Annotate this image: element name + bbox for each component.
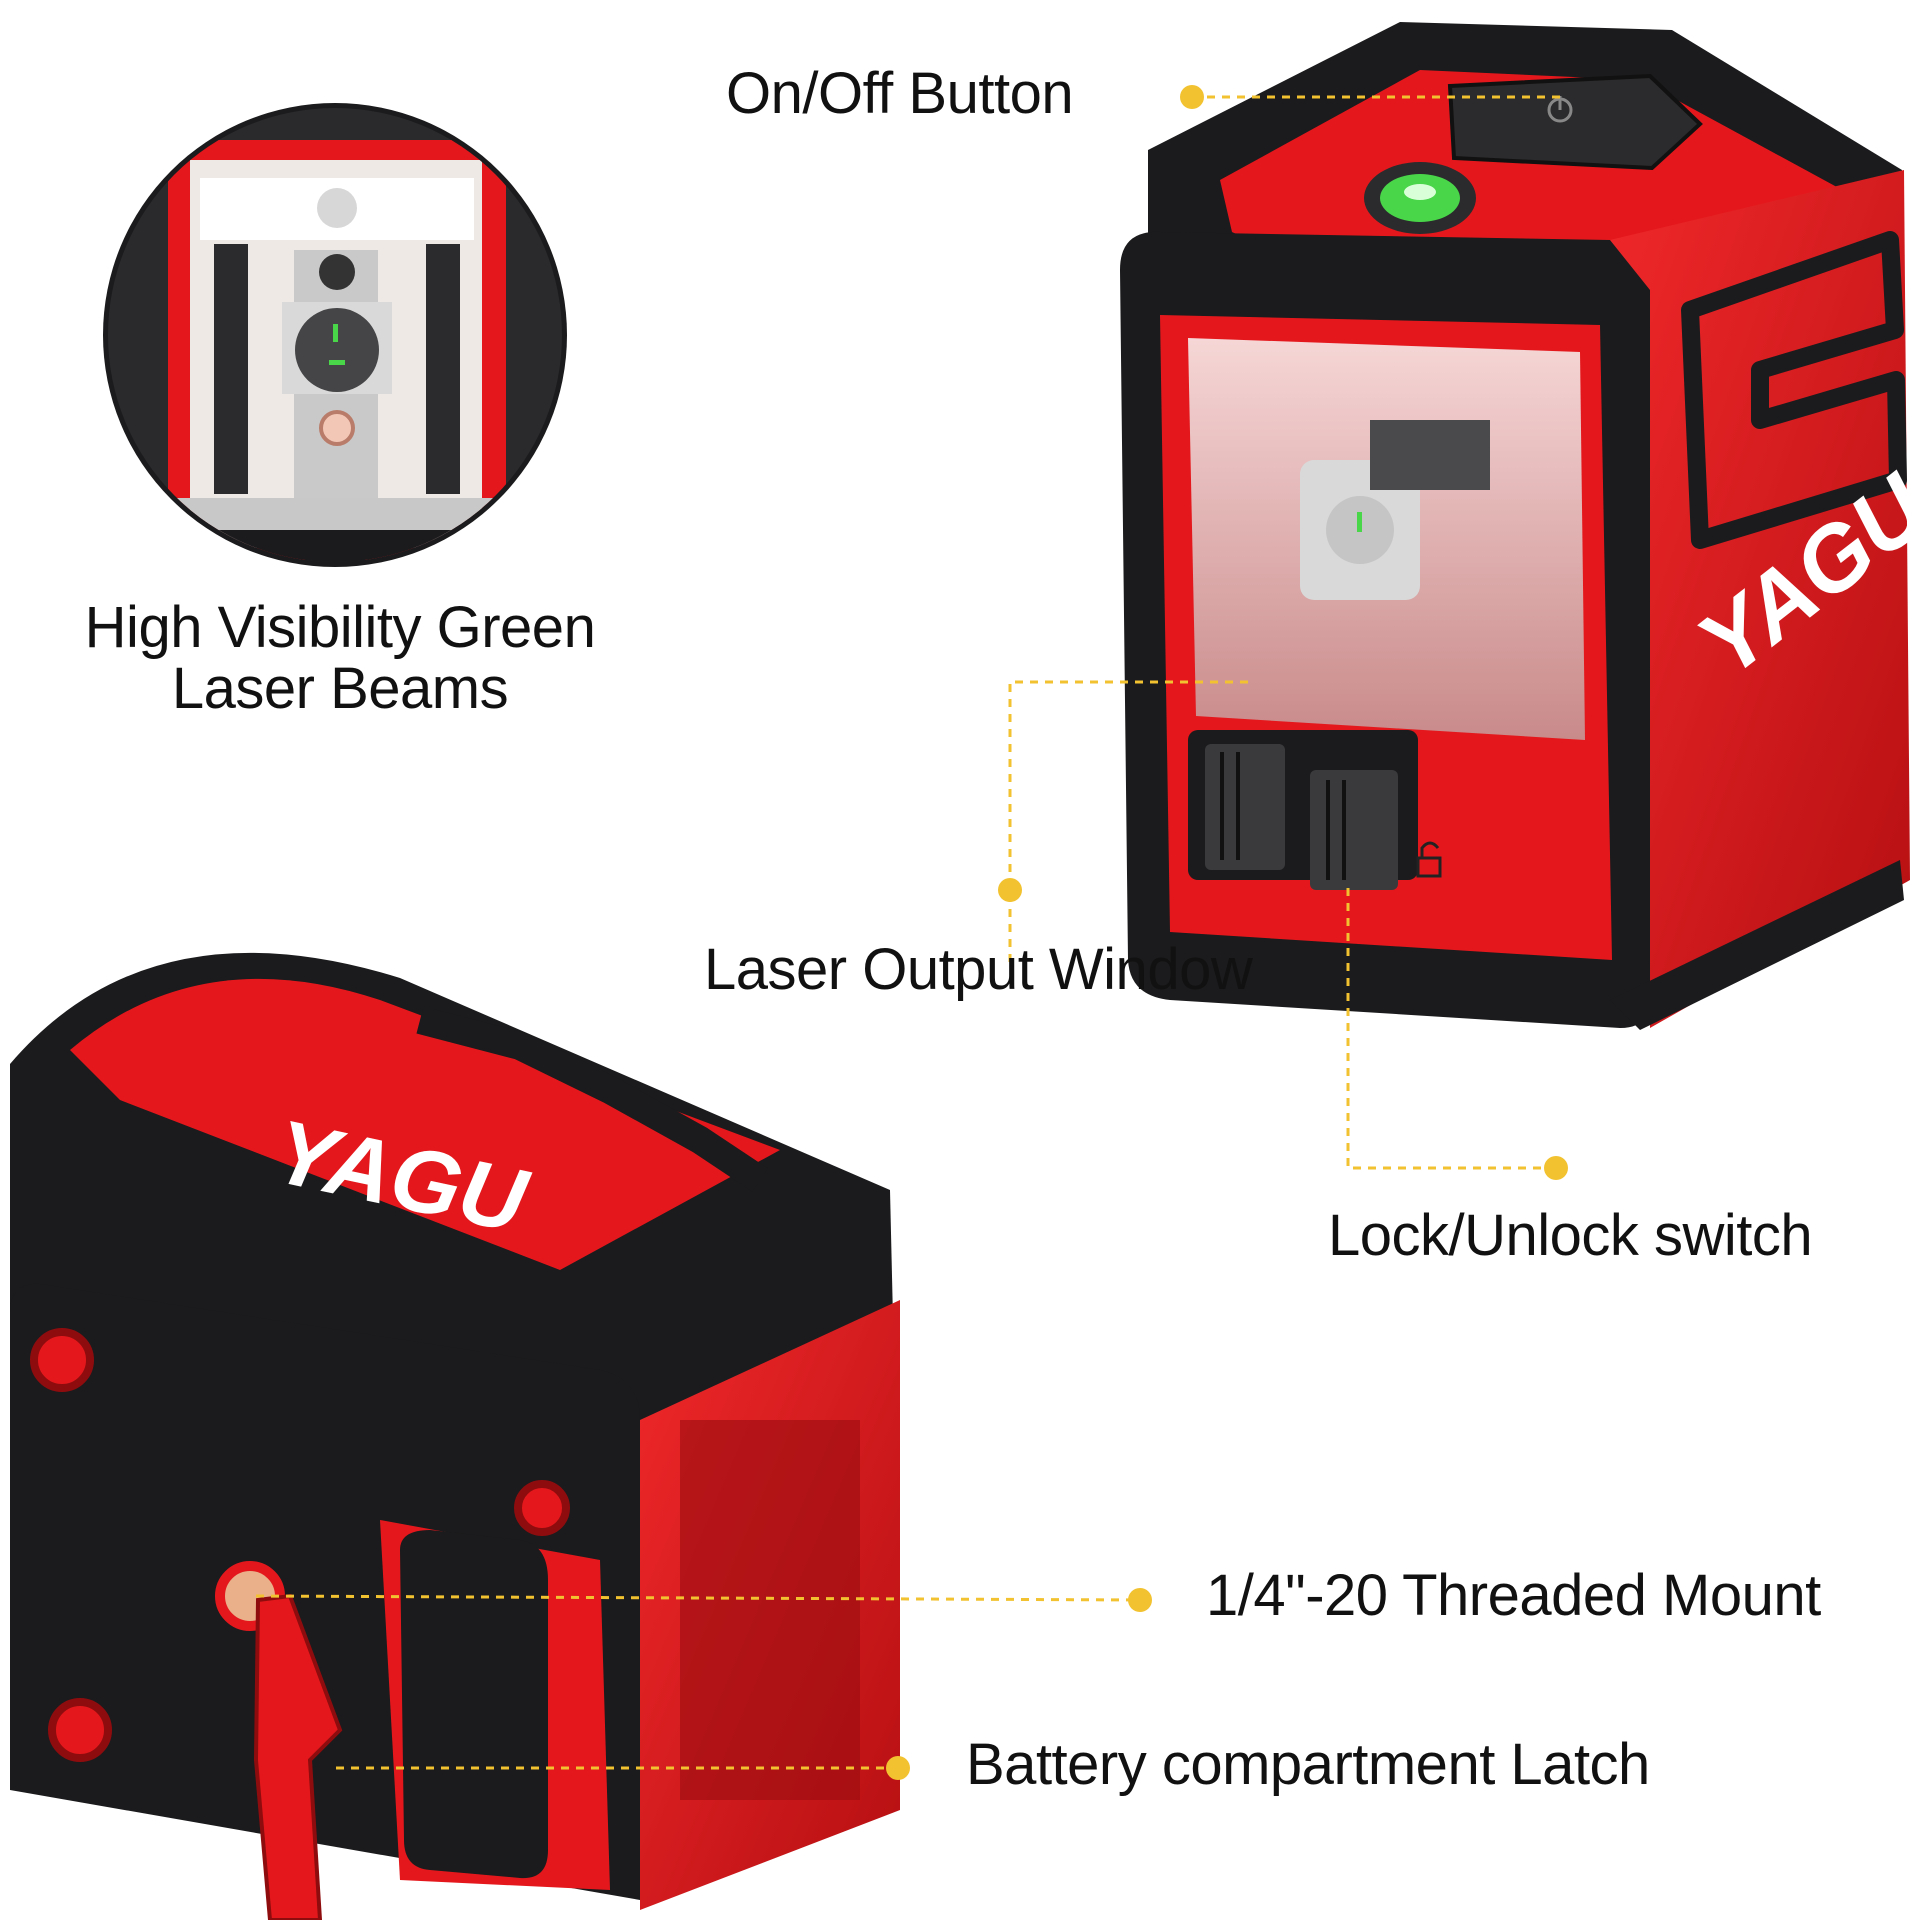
- callout-leaders: [255, 95, 1562, 1770]
- callout-threaded-mount: 1/4"-20 Threaded Mount: [1206, 1563, 1821, 1628]
- callout-lock-unlock-switch: Lock/Unlock switch: [1328, 1203, 1813, 1268]
- lock-unlock-switch[interactable]: [1188, 730, 1418, 890]
- unlock-icon: [1416, 841, 1442, 878]
- callout-green-laser-beams: High Visibility Green Laser Beams: [20, 595, 660, 721]
- laser-level-bottom-view: YAGU: [10, 952, 900, 1920]
- bubble-level-icon: [1364, 162, 1476, 234]
- zoom-inset: [103, 103, 567, 567]
- callout-green-laser-beams-line2: Laser Beams: [171, 655, 509, 721]
- callout-on-off-button: On/Off Button: [726, 61, 1074, 126]
- laser-level-front-view: YAGU: [1120, 22, 1920, 1030]
- callout-markers: [886, 85, 1568, 1780]
- power-button[interactable]: [1447, 73, 1703, 171]
- battery-compartment-latch[interactable]: [253, 1593, 343, 1920]
- callout-battery-latch: Battery compartment Latch: [966, 1732, 1650, 1797]
- callout-laser-output-window: Laser Output Window: [704, 937, 1253, 1002]
- callout-green-laser-beams-line1: High Visibility Green: [84, 595, 596, 660]
